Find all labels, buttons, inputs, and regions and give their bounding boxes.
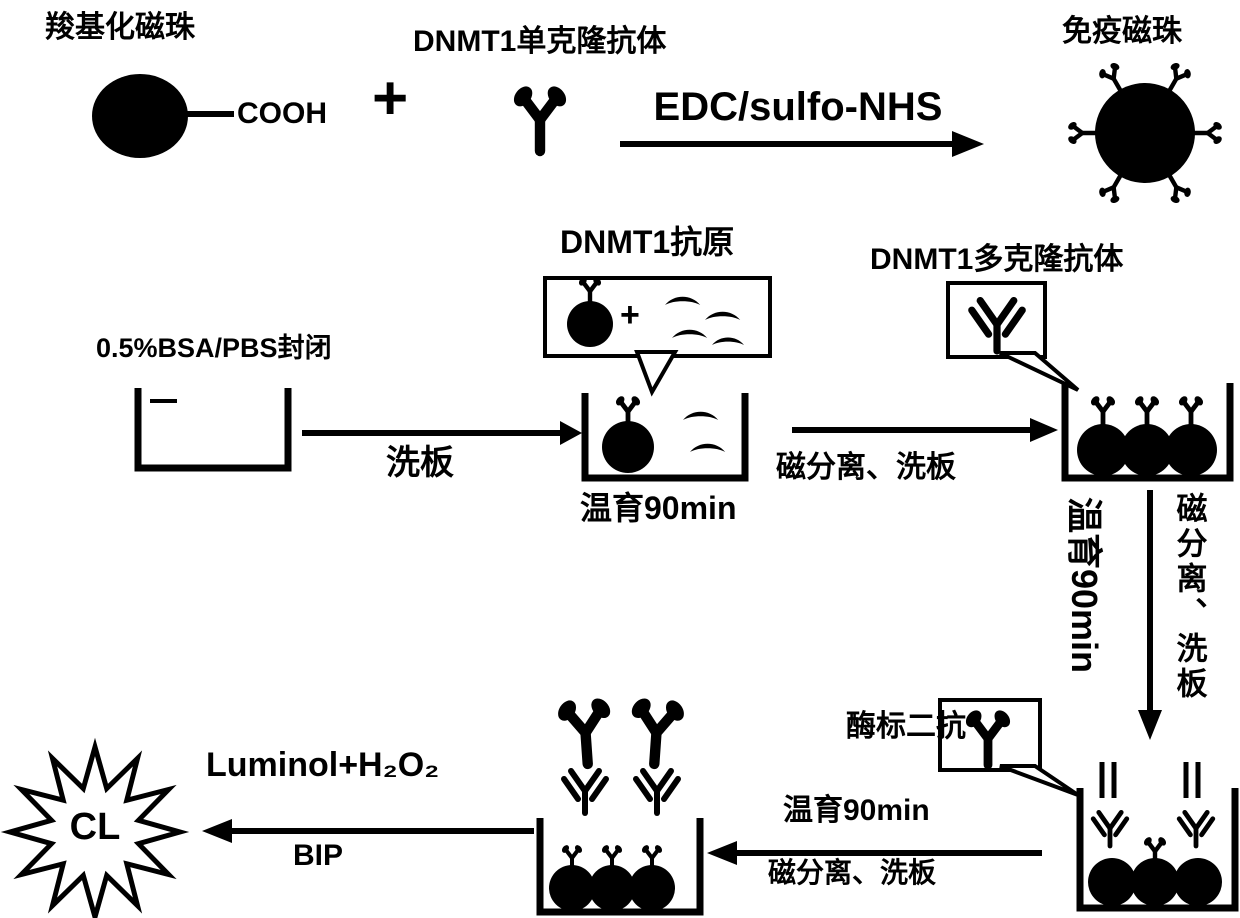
plus-sign: +	[372, 64, 409, 133]
carboxyl-bead-figure	[92, 74, 234, 158]
enzyme-antibody-label: 酶标二抗	[846, 710, 966, 743]
immunobead-figure	[1067, 59, 1223, 206]
immunobead-label: 免疫磁珠	[1062, 15, 1182, 48]
wash-label: 洗板	[386, 444, 454, 482]
blocking-label: 0.5%BSA/PBS封闭	[96, 333, 332, 363]
secondary-well	[1076, 762, 1239, 912]
enzyme-callout	[938, 698, 1080, 797]
polyclonal-antibody-label: DNMT1多克隆抗体	[870, 243, 1124, 276]
luminol-label: Luminol+H₂O₂	[206, 746, 440, 784]
incubate-label-3: 温育90min	[783, 794, 930, 827]
cl-starburst	[0, 737, 190, 918]
magsep-label-3: 磁分离、洗板	[768, 857, 937, 888]
incubate-label-vertical: 温育90min	[1064, 497, 1105, 674]
capture-well	[1061, 383, 1234, 482]
monoclonal-antibody-icon	[511, 84, 569, 151]
cl-label: CL	[69, 806, 121, 848]
antigen-plus-sign: +	[620, 296, 640, 334]
wash-arrow	[302, 421, 582, 445]
antigen-callout	[543, 276, 772, 397]
monoclonal-antibody-label: DNMT1单克隆抗体	[413, 25, 667, 58]
carboxyl-bead-label: 羧基化磁珠	[45, 11, 195, 44]
magsep-label-1: 磁分离、洗板	[776, 451, 956, 484]
incubate-label-1: 温育90min	[580, 490, 737, 526]
incubate-magsep-arrow	[707, 841, 1042, 865]
antigen-label: DNMT1抗原	[560, 224, 735, 260]
luminol-arrow	[202, 819, 534, 843]
magsep-label-vertical: 磁分离、洗板	[1171, 492, 1207, 702]
antigen-well	[581, 393, 749, 482]
magsep-arrow-1	[792, 418, 1058, 442]
edc-reaction-arrow	[620, 131, 984, 157]
sandwich-well	[536, 695, 704, 916]
cooh-label: COOH	[237, 97, 327, 130]
bip-label: BIP	[293, 839, 344, 872]
edc-reaction-label: EDC/sulfo-NHS	[653, 85, 943, 129]
polyclonal-callout	[946, 281, 1080, 392]
vertical-step-arrow	[1138, 490, 1162, 740]
blocking-well	[134, 388, 292, 472]
